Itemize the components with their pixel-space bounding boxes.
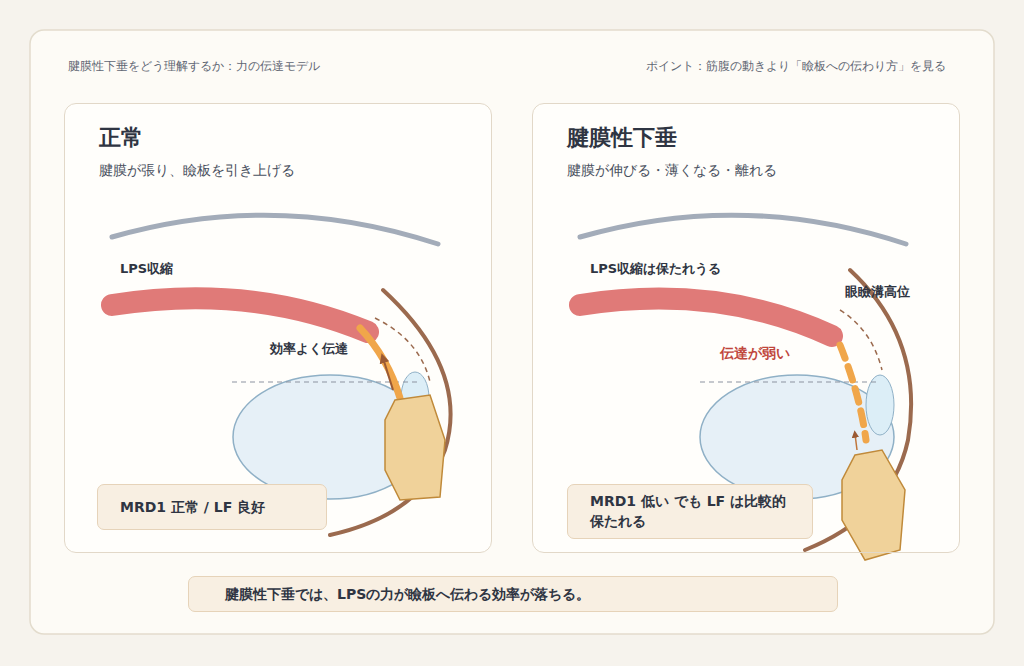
weak-transmission-label: 伝達が弱い <box>718 345 792 363</box>
page-title: 腱膜性下垂をどう理解するか：力の伝達モデル <box>68 58 320 75</box>
finding-box: MRD1 正常 / LF 良好 <box>97 484 327 530</box>
page-frame <box>30 30 994 634</box>
box-text: 腱膜性下垂では、LPSの力が瞼板へ伝わる効率が落ちる。 <box>225 585 801 603</box>
ptosis-eyelid <box>580 215 911 560</box>
transmission-label: 効率よく伝達 <box>268 340 350 358</box>
summary-box: 腱膜性下垂では、LPSの力が瞼板へ伝わる効率が落ちる。 <box>188 576 838 612</box>
panel-heading: 正常 <box>99 124 457 153</box>
muscle-label: LPS収縮 <box>118 260 175 278</box>
panel-subtitle: 腱膜が伸びる・薄くなる・離れる <box>567 161 925 179</box>
panel-subtitle: 腱膜が張り、瞼板を引き上げる <box>99 161 457 179</box>
key-point: ポイント：筋腹の動きより「瞼板への伝わり方」を見る <box>644 58 948 75</box>
box-text: MRD1 低い でも LF は比較的保たれる <box>590 491 790 532</box>
muscle-label: LPS収縮は保たれうる <box>588 260 723 278</box>
panel-heading: 腱膜性下垂 <box>567 124 925 153</box>
comparison-panel: 正常腱膜が張り、瞼板を引き上げる MRD1 正常 / LF 良好 <box>64 103 492 553</box>
sulcus-label: 眼瞼溝高位 <box>843 283 912 301</box>
box-text: MRD1 正常 / LF 良好 <box>120 497 304 517</box>
comparison-panel: 腱膜性下垂腱膜が伸びる・薄くなる・離れる MRD1 低い でも LF は比較的保た… <box>532 103 960 553</box>
panel-ground <box>64 103 492 553</box>
finding-box: MRD1 低い でも LF は比較的保たれる <box>567 484 813 539</box>
